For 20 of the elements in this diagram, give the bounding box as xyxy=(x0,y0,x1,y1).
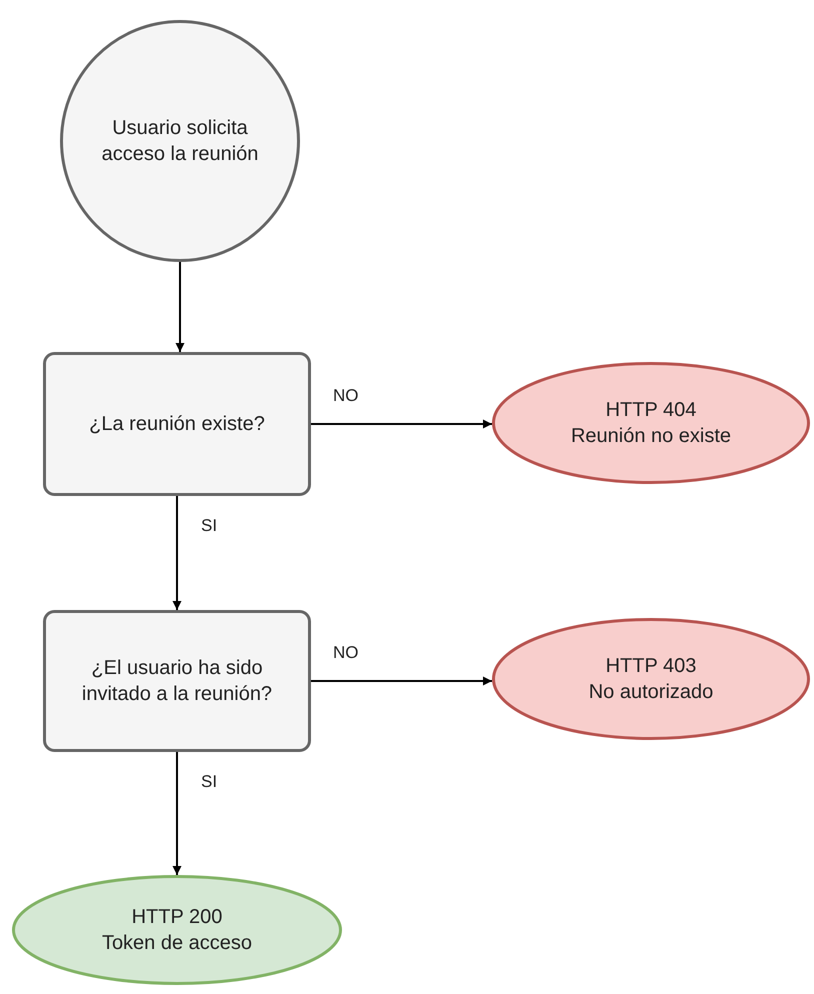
node-text: ¿El usuario ha sido invitado a la reunión? xyxy=(80,656,274,707)
error-terminal xyxy=(492,618,810,740)
node-text: Reunión no existe xyxy=(570,424,732,449)
arrow xyxy=(172,496,182,610)
node-text: HTTP 200 xyxy=(130,905,224,930)
error-terminal xyxy=(492,362,810,484)
decision-box xyxy=(43,610,311,752)
arrow xyxy=(311,420,492,428)
arrow xyxy=(176,262,184,352)
decision-box xyxy=(43,352,311,496)
node-text: Token de acceso xyxy=(100,931,254,956)
node-text: HTTP 403 xyxy=(604,654,698,679)
arrow xyxy=(311,676,492,686)
node-text: No autorizado xyxy=(588,680,714,705)
start-circle xyxy=(60,20,300,262)
node-text: HTTP 404 xyxy=(604,398,698,423)
success-terminal xyxy=(12,875,342,985)
arrow xyxy=(172,752,182,875)
node-text: Usuario solicita acceso la reunión xyxy=(100,116,260,167)
node-text: ¿La reunión existe? xyxy=(88,412,266,437)
